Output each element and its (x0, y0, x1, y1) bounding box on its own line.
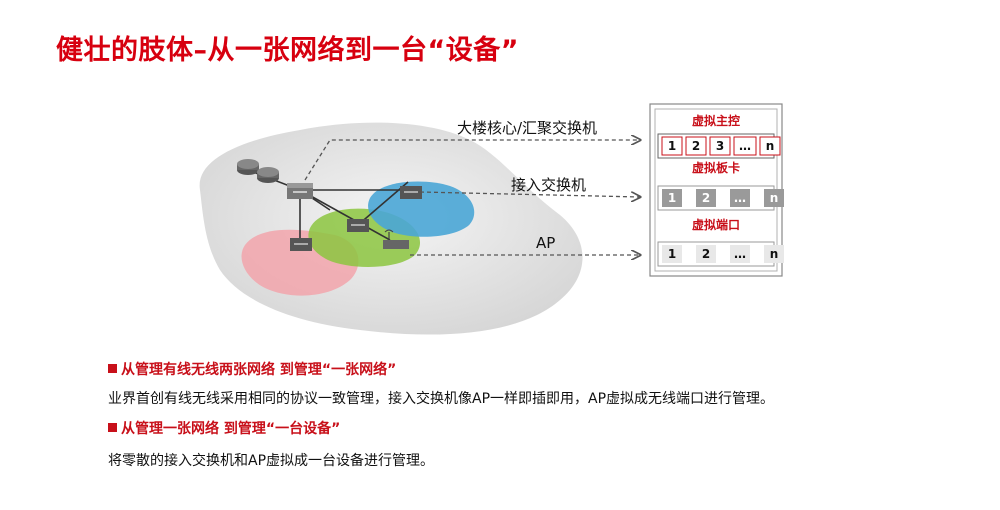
access-switch-icon (400, 186, 422, 199)
access-dashed-arrow (419, 191, 640, 197)
bullet-heading-text: 从管理一张网络 到管理“一台设备” (121, 421, 341, 437)
main_control-cell (733, 136, 757, 156)
blue-area (368, 181, 475, 237)
board-cell-label: 2 (702, 191, 710, 205)
port-cell-label: … (734, 247, 746, 261)
main_control-cell (685, 136, 707, 156)
port-cell-label: 2 (702, 247, 710, 261)
virtual-main-control-row: 1 2 3 … n (657, 133, 781, 159)
main_control-cell-label: … (739, 139, 751, 153)
bullet-square-icon (108, 423, 117, 432)
bullet-text-one-network: 业界首创有线无线采用相同的协议一致管理，接入交换机像AP一样即插即用，AP虚拟成… (108, 391, 775, 407)
core-dashed-arrow (304, 140, 640, 181)
core-switch-icon (287, 183, 313, 199)
main_control-cell-label: 3 (716, 139, 724, 153)
page-title: 健壮的肢体–从一张网络到一台“设备” (56, 35, 519, 66)
board-cell-label: … (734, 191, 746, 205)
main_control-cell (759, 136, 781, 156)
main_control-cell (661, 136, 683, 156)
board-cell-label: n (770, 191, 779, 205)
core-switch-label: 大楼核心/汇聚交换机 (457, 119, 597, 137)
virtual-main-control-title: 虚拟主控 (692, 113, 740, 128)
network-virtualization-diagram: 大楼核心/汇聚交换机 接入交换机 AP 虚拟主控 虚拟板卡 虚拟端口 1 2 3 … n… (199, 103, 784, 335)
port-cell (730, 245, 750, 263)
port-cell (662, 245, 682, 263)
ap-icon (383, 229, 409, 249)
ap-label: AP (536, 234, 555, 252)
board-cell (696, 189, 716, 207)
board-cell-label: 1 (668, 191, 676, 205)
main_control-cell (709, 136, 731, 156)
port-cell (764, 245, 784, 263)
main_control-cell-label: n (766, 139, 775, 153)
board-cell (662, 189, 682, 207)
router-icon (237, 159, 259, 175)
virtual-board-row: 1 2 … n (657, 185, 784, 211)
board-cell (764, 189, 784, 207)
bullet-text-one-device: 将零散的接入交换机和AP虚拟成一台设备进行管理。 (108, 453, 435, 469)
port-cell-label: n (770, 247, 779, 261)
bullet-square-icon (108, 364, 117, 373)
board-cell (730, 189, 750, 207)
access-switch-label: 接入交换机 (511, 176, 586, 194)
port-cell-label: 1 (668, 247, 676, 261)
port-cell (696, 245, 716, 263)
bullet-heading-one-device: 从管理一张网络 到管理“一台设备” (108, 418, 340, 438)
bullet-heading-one-network: 从管理有线无线两张网络 到管理“一张网络” (108, 359, 396, 379)
virtual-port-row: 1 2 … n (657, 241, 784, 267)
virtual-port-title: 虚拟端口 (692, 217, 740, 232)
access-switch-icon (347, 219, 369, 232)
router-icon (257, 167, 279, 183)
main_control-cell-label: 2 (692, 139, 700, 153)
main_control-cell-label: 1 (668, 139, 676, 153)
virtual-board-title: 虚拟板卡 (692, 160, 740, 175)
bullet-heading-text: 从管理有线无线两张网络 到管理“一张网络” (121, 362, 397, 378)
access-switch-icon (290, 238, 312, 251)
